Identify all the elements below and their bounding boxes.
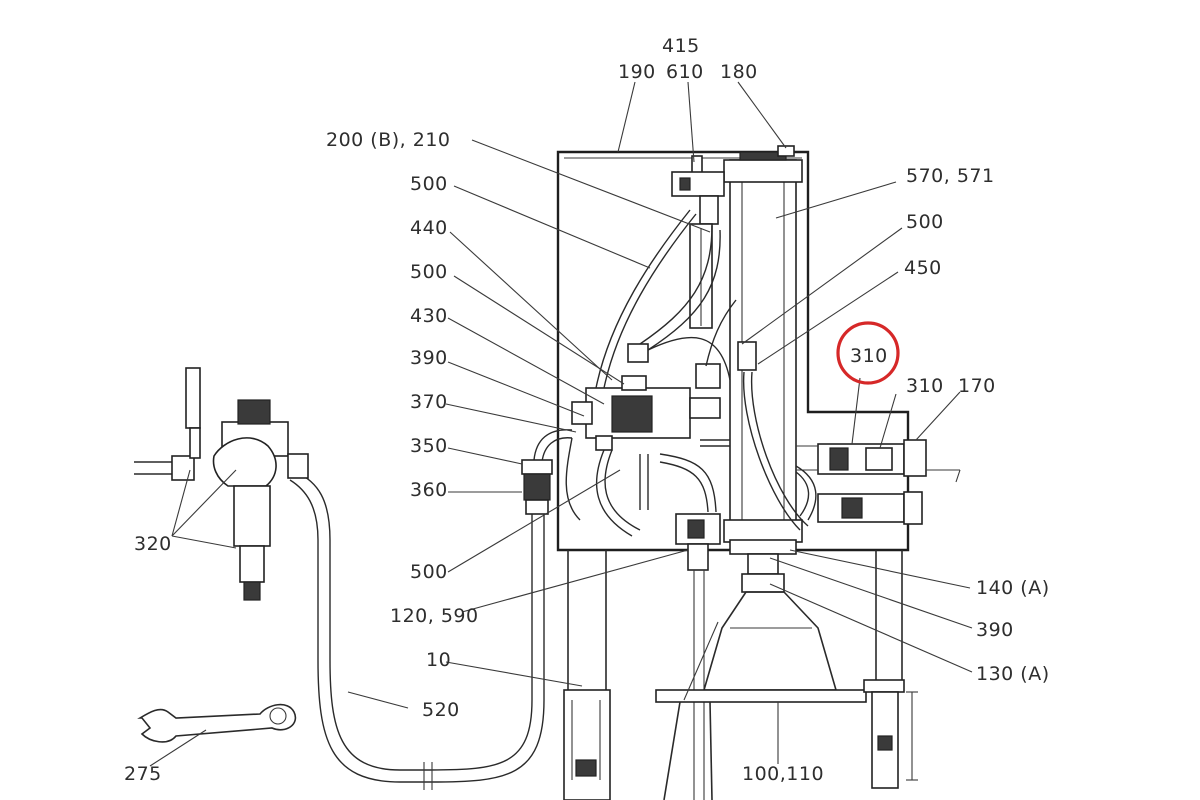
label-415: 415: [662, 35, 700, 57]
label-350: 350: [410, 435, 448, 457]
label-370: 370: [410, 391, 448, 413]
label-10: 10: [426, 649, 451, 671]
label-200-210: 200 (B), 210: [326, 129, 451, 151]
label-275: 275: [124, 763, 162, 785]
label-180: 180: [720, 61, 758, 83]
label-500-a: 500: [410, 173, 448, 195]
label-450: 450: [904, 257, 942, 279]
label-130: 130 (A): [976, 663, 1050, 685]
part-labels: 415 190 610 180 200 (B), 210 570, 571 50…: [124, 35, 1050, 785]
bottom-valve: [675, 513, 721, 800]
label-430: 430: [410, 305, 448, 327]
stand-base: [655, 553, 867, 800]
label-390-b: 390: [976, 619, 1014, 641]
right-valve-bank: [796, 439, 961, 525]
label-520: 520: [422, 699, 460, 721]
label-500-b: 500: [906, 211, 944, 233]
external-hose: [289, 471, 545, 790]
label-120-590: 120, 590: [390, 605, 479, 627]
top-valve-assembly: [671, 155, 725, 329]
right-leg: [863, 550, 918, 789]
wrench: [137, 703, 297, 743]
label-310-circled: 310: [850, 345, 888, 367]
label-500-d: 500: [410, 561, 448, 583]
label-390-a: 390: [410, 347, 448, 369]
left-leg: [563, 550, 611, 800]
leader-lines: [149, 81, 973, 767]
label-610: 610: [666, 61, 704, 83]
label-440: 440: [410, 217, 448, 239]
label-100-110: 100,110: [742, 763, 824, 785]
label-360: 360: [410, 479, 448, 501]
filter-regulator: [134, 367, 309, 601]
label-140: 140 (A): [976, 577, 1050, 599]
label-500-c: 500: [410, 261, 448, 283]
internal-hoses: [565, 209, 817, 537]
label-170: 170: [958, 375, 996, 397]
central-valve-block: [571, 341, 757, 451]
vertical-cylinder: [723, 145, 803, 555]
label-310: 310: [906, 375, 944, 397]
label-320: 320: [134, 533, 172, 555]
label-570-571: 570, 571: [906, 165, 995, 187]
label-190: 190: [618, 61, 656, 83]
quick-coupling: [521, 429, 573, 515]
highlight-circle: [836, 321, 900, 385]
